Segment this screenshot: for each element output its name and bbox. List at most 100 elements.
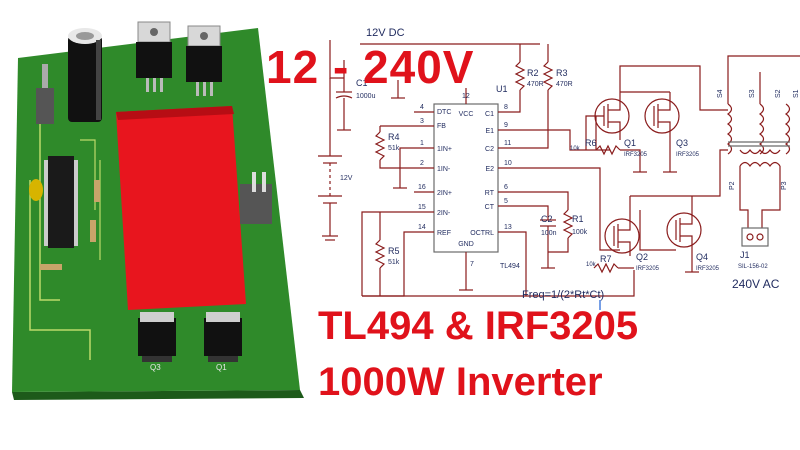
frequency-formula: Freq=1/(2*Rt*Ct): [522, 289, 604, 301]
ic-pin-name: C2: [485, 146, 494, 153]
wire: [761, 166, 781, 228]
ic-pin-name: FB: [437, 123, 446, 130]
pcb-label-q3: Q3: [150, 363, 161, 372]
c2-ref: C2: [541, 214, 553, 224]
ic-pin-number: 6: [504, 184, 508, 191]
dip-ic-package: [44, 156, 78, 248]
resistor-r7: [593, 262, 619, 274]
copper-pour-edge: [116, 106, 234, 120]
wire: [618, 196, 631, 231]
wire: [619, 65, 728, 111]
transformer-pin-s1: S1: [793, 89, 800, 98]
battery-label: 12V: [340, 175, 353, 182]
j1-connector: [741, 227, 769, 247]
wire: [630, 149, 728, 197]
output-label: 240V AC: [732, 277, 780, 291]
r5-ref: R5: [388, 246, 400, 256]
pcb-board-render: Q3 Q1: [12, 21, 304, 400]
pcb-edge: [12, 390, 304, 400]
wire: [680, 235, 693, 272]
wire: [548, 238, 569, 253]
wire: [362, 270, 635, 297]
wire: [585, 115, 596, 150]
wire: [518, 191, 569, 210]
ic-pin-number: 15: [418, 204, 426, 211]
schematic-labels: 12V DC C1 1000u 12V U1 TL494 R2 470R R3 …: [340, 27, 780, 301]
ic-pin-number: 5: [504, 198, 508, 205]
ic-pin-labels: 4DTC3FB11IN+21IN-162IN+152IN-14REF12VCC8…: [418, 93, 512, 268]
silk-trace: [39, 120, 60, 301]
wire: [518, 90, 521, 113]
q4-ref: Q4: [696, 252, 708, 262]
resistor-r6: [595, 144, 621, 156]
c1-plate: [335, 95, 353, 99]
ic-pin-name: 2IN-: [437, 210, 451, 217]
wire: [727, 55, 800, 104]
wire: [658, 92, 671, 111]
r2-ref: R2: [527, 68, 539, 78]
ic-pin-name: C1: [485, 111, 494, 118]
wire: [379, 160, 414, 169]
transformer-pin-s4: S4: [717, 89, 724, 98]
wire: [608, 92, 621, 111]
resistor-r5: [374, 239, 386, 269]
r3-ref: R3: [556, 68, 568, 78]
wire: [608, 121, 621, 140]
transformer-coil: [758, 103, 765, 155]
resistor-r1: [562, 209, 574, 239]
r1-value: 100k: [572, 229, 588, 236]
ic-pin-number: 3: [420, 118, 424, 125]
wire: [518, 129, 610, 151]
r7-value: 10k: [586, 262, 597, 268]
ic-pin-number: 9: [504, 122, 508, 129]
ic-pin-number: 10: [504, 160, 512, 167]
output-header-connector: [240, 172, 272, 224]
resistor: [40, 264, 62, 270]
transformer-pin-labels: S4 S3 S2 S1 P2 P3: [717, 89, 800, 190]
ic-pin-number: 1: [420, 140, 424, 147]
wire: [595, 115, 604, 150]
ic-pin-name: E2: [485, 166, 494, 173]
resistor: [90, 220, 96, 242]
electrolytic-capacitor: [68, 28, 102, 122]
q1-ref: Q1: [624, 138, 636, 148]
wire: [361, 211, 380, 296]
wire: [639, 210, 676, 251]
silk-trace: [29, 180, 91, 360]
transformer-coil: [739, 148, 781, 155]
transformer-pin-s2: S2: [775, 89, 782, 98]
ic-pin-number: 12: [462, 93, 470, 100]
ic-pin-name: DTC: [437, 109, 451, 116]
q2-ref: Q2: [636, 252, 648, 262]
ic-part: TL494: [500, 263, 520, 270]
mosfet-package-q1: [204, 312, 242, 362]
copper-pour: [116, 106, 246, 310]
j1-part: SIL-156-02: [738, 264, 768, 270]
schematic: [318, 40, 800, 310]
r1-ref: R1: [572, 214, 584, 224]
resistor: [94, 180, 100, 202]
j1-pin: [756, 233, 764, 241]
c1-ref: C1: [356, 78, 368, 88]
wire: [518, 90, 549, 149]
ic-pin-number: 7: [470, 261, 474, 268]
resistor-r4: [374, 131, 386, 161]
mosfet-q3: [644, 98, 680, 134]
ic-pin-name: GND: [458, 241, 474, 248]
c2-value: 100n: [541, 230, 557, 237]
r5-value: 51k: [388, 259, 400, 266]
wire: [329, 40, 344, 79]
mosfet-package-top-2: [186, 25, 222, 96]
wire: [518, 205, 549, 220]
ic-pin-name: 1IN+: [437, 146, 452, 153]
transformer-coil: [726, 103, 733, 155]
header-block: [36, 88, 54, 124]
transformer-pin-p3: P3: [781, 181, 788, 190]
transformer: [726, 55, 800, 228]
supply-label: 12V DC: [366, 27, 405, 39]
r4-value: 51k: [388, 145, 400, 152]
ic-pin-number: 13: [504, 224, 512, 231]
ic-pin-name: E1: [485, 128, 494, 135]
wire: [739, 166, 749, 228]
